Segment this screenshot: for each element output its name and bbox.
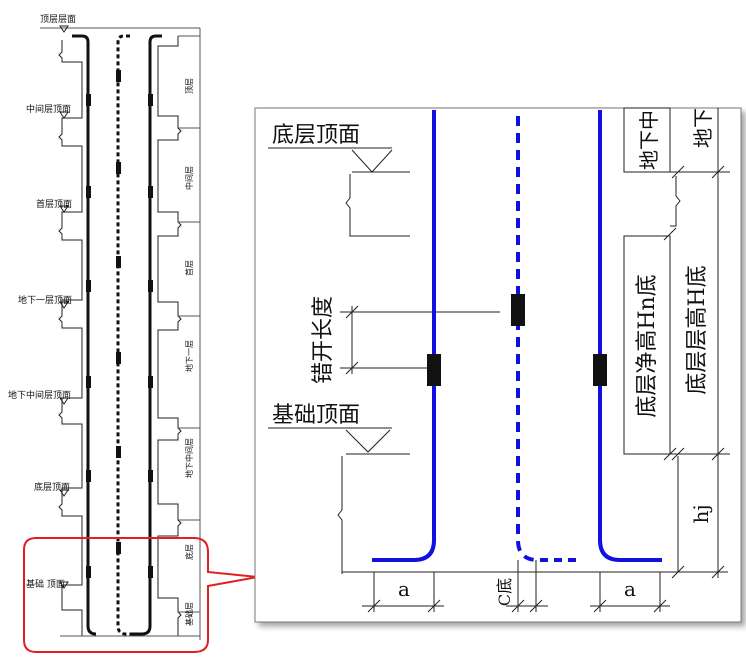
overview-couplers bbox=[86, 70, 153, 578]
underground-label-1: 地下中 bbox=[637, 110, 661, 170]
overview-floor-label: 地下中间层顶面 bbox=[8, 389, 71, 401]
overview-floor-label: 地下一层顶面 bbox=[18, 294, 72, 306]
callout bbox=[23, 537, 259, 653]
overview-rebar-middle bbox=[116, 34, 136, 636]
foundation-top-label: 基础顶面 bbox=[272, 403, 360, 428]
c-label: C底 bbox=[495, 578, 514, 606]
overview-story-label: 基础层 bbox=[184, 602, 194, 626]
overview-story-label-group: 顶层 中间层 首层 地下一层 地下中间层 底层 基础层 bbox=[184, 78, 194, 626]
overview-level-markers bbox=[59, 25, 69, 589]
overview-floor-label-group: 顶层层面 中间层顶面 首层顶面 地下一层顶面 地下中间层顶面 底层顶面 基础 顶… bbox=[8, 14, 76, 590]
overview-story-label: 底层 bbox=[184, 544, 194, 560]
overview-floor-label: 基础 顶面 bbox=[26, 578, 65, 590]
overview-panel bbox=[40, 25, 201, 640]
overview-floor-label: 顶层层面 bbox=[40, 14, 76, 25]
detail-rebars bbox=[372, 110, 662, 562]
detail-couplers bbox=[427, 294, 607, 386]
overview-story-label: 首层 bbox=[184, 260, 194, 276]
detail-frame bbox=[254, 107, 742, 623]
overview-rebar-right bbox=[130, 34, 162, 636]
overview-story-label: 中间层 bbox=[184, 166, 194, 190]
overview-left-boundary bbox=[58, 40, 83, 636]
detail-panel: 底层顶面 基础顶面 错开长度 底层净高Hn底 底层层高H底 地下中 地下 hj … bbox=[254, 107, 742, 623]
hj-label: hj bbox=[689, 504, 713, 523]
coupler-left bbox=[427, 354, 441, 386]
overview-story-label: 地下一层 bbox=[184, 340, 194, 372]
bottom-top-label: 底层顶面 bbox=[272, 123, 360, 148]
a-right-label: a bbox=[624, 577, 636, 601]
clear-height-label: 底层净高Hn底 bbox=[635, 274, 660, 417]
overview-story-label: 地下中间层 bbox=[184, 438, 194, 478]
rebar-right bbox=[598, 110, 662, 562]
overview-floor-label: 底层顶面 bbox=[34, 481, 70, 493]
overview-floor-label: 中间层顶面 bbox=[26, 103, 71, 115]
overview-story-label: 顶层 bbox=[185, 78, 194, 94]
callout-frame bbox=[23, 537, 259, 653]
overview-right-boundary bbox=[157, 36, 182, 636]
underground-label-2: 地下 bbox=[691, 108, 715, 148]
overview-rebar-left bbox=[72, 34, 97, 636]
overview-floor-label: 首层顶面 bbox=[36, 198, 72, 210]
a-left-label: a bbox=[398, 577, 410, 601]
coupler-right bbox=[593, 354, 607, 386]
rebar-left bbox=[372, 110, 436, 562]
story-height-label: 底层层高H底 bbox=[685, 265, 710, 394]
coupler-middle bbox=[511, 294, 525, 326]
detail-structure bbox=[268, 107, 730, 613]
stagger-length-label: 错开长度 bbox=[311, 296, 336, 384]
